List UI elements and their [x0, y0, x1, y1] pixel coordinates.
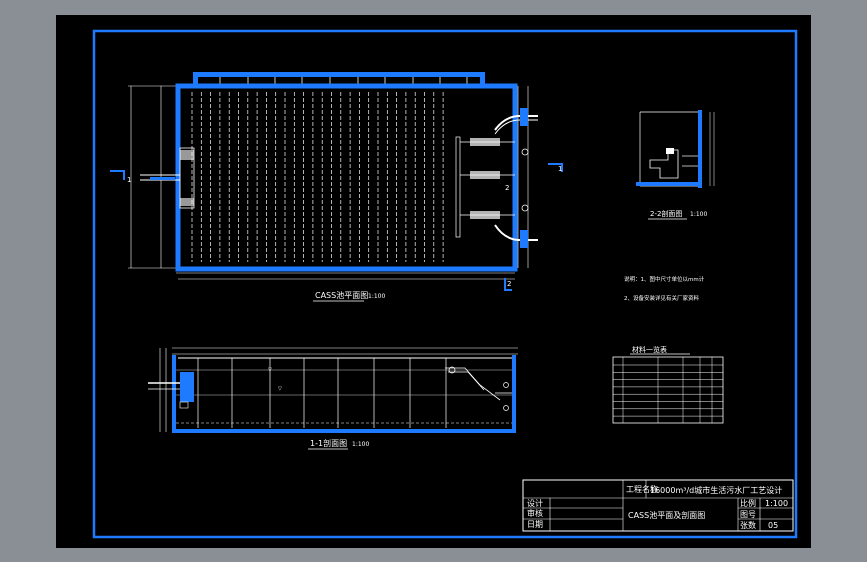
- scale-label: 比例: [740, 498, 756, 508]
- section-1-1: ▽ ▽ 1-1剖面图 1:100: [148, 347, 518, 450]
- section11-scale: 1:100: [352, 441, 369, 448]
- design-notes: 说明：1、图中尺寸单位以mm计 2、设备安装详见有关厂家资料: [624, 275, 705, 302]
- sheet-value: 05: [768, 521, 778, 530]
- sheet-border: [92, 29, 798, 539]
- plan-tank-wall: [175, 83, 518, 272]
- note-line-1: 说明：1、图中尺寸单位以mm计: [624, 275, 705, 283]
- section-2-2: 2-2剖面图 1:100: [636, 110, 715, 220]
- svg-text:1: 1: [127, 176, 131, 184]
- plan-view: 1 1 2 2 CASS池平面图 1:100: [110, 72, 563, 302]
- svg-text:2: 2: [507, 280, 511, 288]
- drawing-no-label: 图号: [740, 510, 756, 519]
- svg-text:2: 2: [505, 184, 509, 192]
- title-block: 工程名称 16000m³/d城市生活污水厂工艺设计 CASS池平面及剖面图 比例…: [522, 479, 794, 532]
- drawing-name: CASS池平面及剖面图: [628, 510, 705, 520]
- section22-caption: 2-2剖面图: [650, 209, 682, 218]
- date-label: 日期: [527, 520, 543, 529]
- material-table: 材料一览表: [612, 345, 724, 424]
- sheet-label: 张数: [740, 520, 756, 530]
- note-line-2: 2、设备安装详见有关厂家资料: [624, 294, 700, 302]
- plan-scale: 1:100: [368, 293, 385, 300]
- svg-text:▽: ▽: [278, 386, 282, 392]
- reviewer-label: 审核: [527, 508, 543, 518]
- section11-caption: 1-1剖面图: [310, 438, 347, 448]
- section22-scale: 1:100: [690, 211, 707, 218]
- scale-value: 1:100: [765, 499, 788, 508]
- drawing-sheet: [56, 15, 811, 548]
- material-table-title: 材料一览表: [632, 345, 667, 354]
- plan-top-header: [193, 72, 485, 77]
- section-marker-icon: [504, 278, 512, 291]
- project-label: 工程名称: [626, 484, 658, 494]
- svg-text:▽: ▽: [268, 367, 272, 373]
- svg-text:1: 1: [558, 165, 562, 173]
- project-name: 16000m³/d城市生活污水厂工艺设计: [650, 485, 782, 495]
- designer-label: 设计: [527, 498, 543, 508]
- plan-caption: CASS池平面图: [315, 290, 368, 300]
- plan-aeration-grid: [191, 92, 444, 262]
